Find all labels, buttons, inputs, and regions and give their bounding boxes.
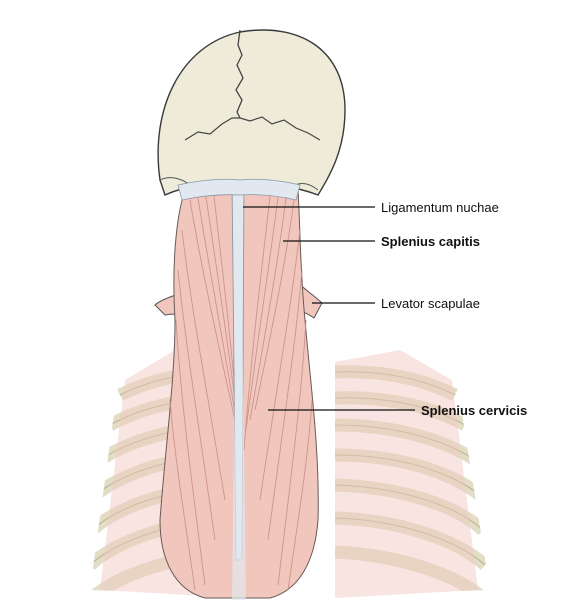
leader-lines	[243, 206, 415, 411]
sagittal-suture	[235, 29, 244, 119]
ligamentum-nuchae	[177, 178, 301, 600]
label-splenius-cervicis: Splenius cervicis	[421, 403, 528, 418]
label-ligamentum-nuchae: Ligamentum nuchae	[381, 200, 499, 215]
skull	[157, 29, 346, 196]
label-splenius-capitis: Splenius capitis	[381, 234, 480, 249]
label-levator-scapulae: Levator scapulae	[381, 296, 481, 311]
lambdoid-suture	[184, 116, 321, 141]
